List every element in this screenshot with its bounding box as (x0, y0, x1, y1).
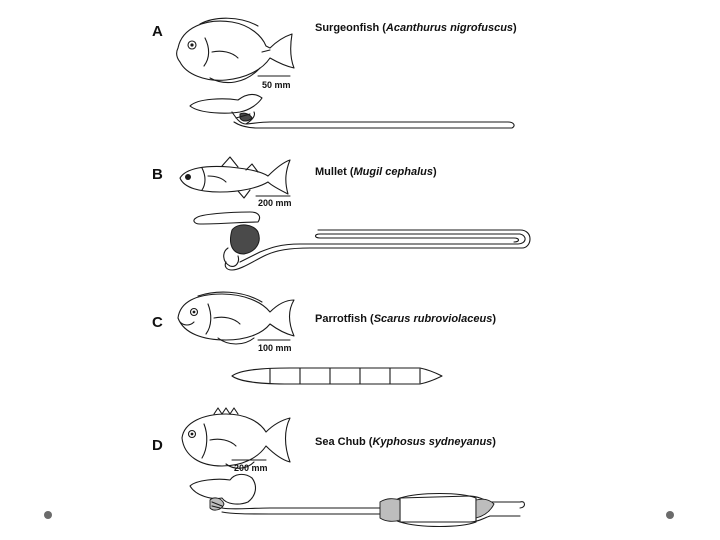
scientific-name: Scarus rubroviolaceus (374, 313, 493, 325)
surgeonfish-drawing (177, 18, 294, 82)
panel-letter-a: A (152, 23, 163, 40)
panel-letter-d: D (152, 437, 163, 454)
paren-close: ) (492, 436, 496, 448)
paren-close: ) (513, 22, 517, 34)
paren-close: ) (492, 313, 496, 325)
common-name: Sea Chub (315, 436, 366, 448)
surgeonfish-gut (190, 94, 514, 128)
scientific-name: Kyphosus sydneyanus (372, 436, 492, 448)
species-caption-b: Mullet (Mugil cephalus) (315, 166, 437, 178)
scale-label-b: 200 mm (258, 198, 292, 208)
prev-slide-dot-icon[interactable] (44, 511, 52, 519)
panel-letter-b: B (152, 166, 163, 183)
parrotfish-drawing (178, 292, 294, 344)
scientific-name: Acanthurus nigrofuscus (386, 22, 513, 34)
common-name: Surgeonfish (315, 22, 379, 34)
next-slide-dot-icon[interactable] (666, 511, 674, 519)
panel-letter-c: C (152, 314, 163, 331)
parrotfish-gut (232, 368, 442, 384)
mullet-gut (194, 212, 530, 270)
paren-close: ) (433, 166, 437, 178)
sea-chub-gut (190, 474, 525, 526)
scale-label-a: 50 mm (262, 80, 291, 90)
species-caption-d: Sea Chub (Kyphosus sydneyanus) (315, 436, 496, 448)
common-name: Mullet (315, 166, 347, 178)
common-name: Parrotfish (315, 313, 367, 325)
sea-chub-drawing (182, 408, 290, 468)
scientific-name: Mugil cephalus (354, 166, 433, 178)
scale-label-d: 200 mm (234, 463, 268, 473)
scale-label-c: 100 mm (258, 343, 292, 353)
species-caption-a: Surgeonfish (Acanthurus nigrofuscus) (315, 22, 517, 34)
species-caption-c: Parrotfish (Scarus rubroviolaceus) (315, 313, 496, 325)
mullet-drawing (180, 157, 290, 198)
